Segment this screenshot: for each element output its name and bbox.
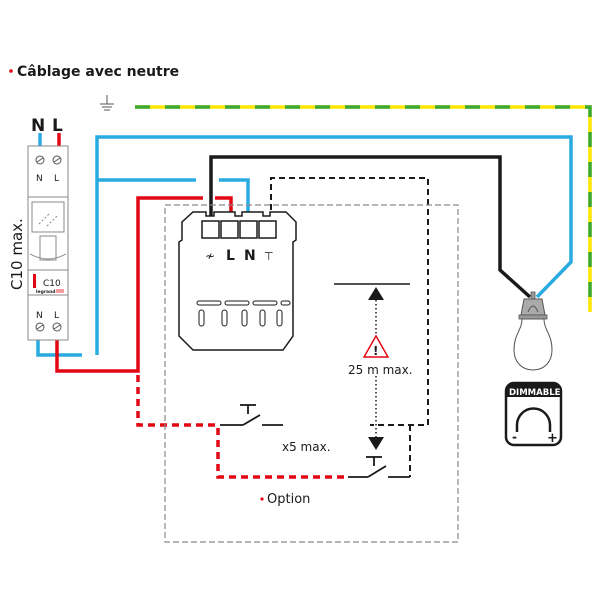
plus-sign: +	[547, 431, 558, 446]
lightbulb-icon	[513, 291, 553, 371]
option-legend: Option	[260, 492, 310, 507]
svg-text:!: !	[373, 344, 378, 358]
pushbutton-2	[348, 456, 410, 478]
dimmable-label: DIMMABLE	[509, 388, 561, 398]
aux-wire	[270, 177, 429, 477]
distance-indicator: ! 25 m max.	[334, 283, 420, 450]
breaker-terminal-l-top: L	[54, 174, 59, 184]
breaker-terminal-n-bottom: N	[36, 311, 43, 321]
wall-box-outline	[164, 204, 459, 543]
breaker-rating-side: C10 max.	[8, 218, 26, 290]
option-label: Option	[267, 492, 310, 507]
earth-icon	[100, 95, 114, 111]
dimmable-badge: DIMMABLE - +	[504, 381, 563, 447]
switched-wire	[209, 155, 532, 299]
option-wire	[136, 375, 345, 479]
terminal-screw-icon	[35, 155, 62, 332]
earth-wire	[135, 105, 592, 312]
minus-sign: -	[512, 430, 517, 444]
dimmer-arc-icon	[515, 407, 552, 432]
breaker-label-l: L	[52, 116, 63, 136]
breaker-rating-face: C10	[43, 279, 61, 289]
breaker-brand: legrand	[36, 289, 56, 295]
distance-label: 25 m max.	[348, 363, 413, 377]
pushbutton-count-label: x5 max.	[282, 440, 331, 454]
title-bullet	[9, 69, 13, 73]
neutral-wire	[36, 133, 573, 357]
warning-icon: !	[362, 334, 390, 358]
terminal-label-switched: ≁	[205, 249, 215, 263]
dimmer-terminal-labels: ≁ L N ⊤	[205, 248, 274, 264]
option-bullet	[260, 497, 264, 501]
terminal-label-aux: ⊤	[264, 250, 274, 263]
circuit-breaker: N L N L C10 legrand N L C10 max.	[8, 116, 69, 341]
breaker-terminal-n-top: N	[36, 174, 43, 184]
terminal-label-phase: L	[226, 248, 235, 264]
page-title: Câblage avec neutre	[17, 64, 179, 80]
terminal-label-neutral: N	[244, 248, 256, 264]
pushbutton-1	[220, 404, 283, 426]
dimmer-module	[178, 211, 297, 351]
title-block: Câblage avec neutre	[9, 64, 179, 80]
breaker-label-n: N	[31, 116, 45, 136]
breaker-terminal-l-bottom: L	[54, 311, 59, 321]
